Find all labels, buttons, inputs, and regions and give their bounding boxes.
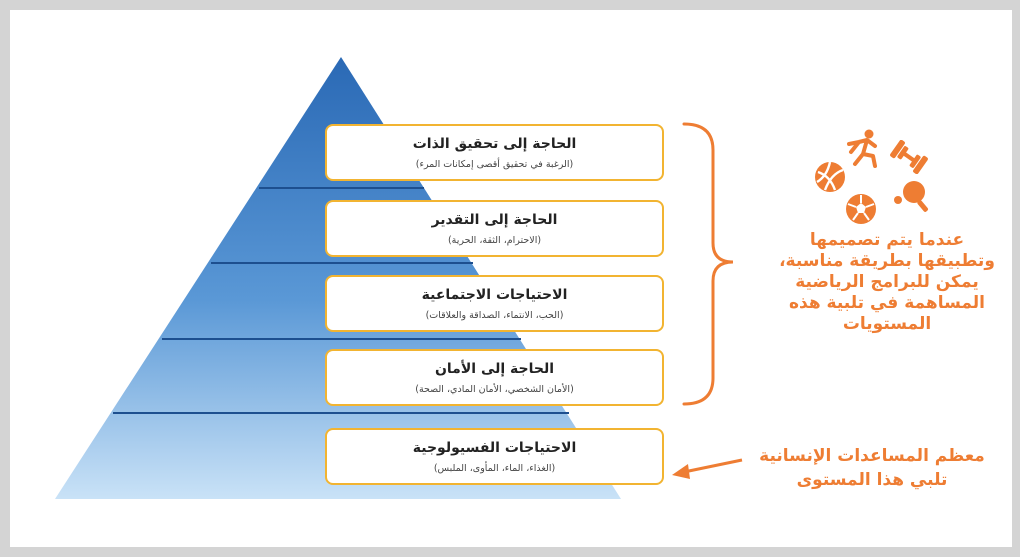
note-line: المستويات xyxy=(842,314,932,334)
arrow-line xyxy=(683,458,743,474)
lower-note: معظم المساعدات الإنسانية تلبي هذا المستو… xyxy=(756,444,988,492)
level-social: الاحتياجات الاجتماعية (الحب، الانتماء، ا… xyxy=(325,275,664,332)
arrow-head xyxy=(672,464,690,479)
soccer-ball-icon xyxy=(846,194,876,224)
level-title: الاحتياجات الفسيولوجية xyxy=(412,439,577,456)
level-esteem: الحاجة إلى التقدير (الاحترام، الثقة، الح… xyxy=(325,200,664,257)
bracket xyxy=(682,122,734,406)
table-tennis-icon xyxy=(894,181,928,212)
level-title: الحاجة إلى التقدير xyxy=(431,211,558,228)
level-title: الحاجة إلى الأمان xyxy=(434,360,555,377)
note-line: تلبي هذا المستوى xyxy=(796,470,948,490)
note-line: المساهمة في تلبية هذه xyxy=(788,293,986,313)
level-subtitle: (الاحترام، الثقة، الحرية) xyxy=(447,234,542,246)
volleyball-icon xyxy=(815,161,845,192)
level-subtitle: (الأمان الشخصي، الأمان المادي، الصحة) xyxy=(415,383,574,395)
note-line: وتطبيقها بطريقة مناسبة، xyxy=(779,251,995,271)
level-subtitle: (الغذاء، الماء، المأوى، الملبس) xyxy=(433,462,556,474)
note-line: معظم المساعدات الإنسانية xyxy=(759,446,985,466)
level-self-actualization: الحاجة إلى تحقيق الذات (الرغبة في تحقيق … xyxy=(325,124,664,181)
note-line: عندما يتم تصميمها xyxy=(809,230,965,250)
note-line: يمكن للبرامج الرياضية xyxy=(795,272,979,292)
dumbbell-icon xyxy=(890,140,928,174)
level-title: الاحتياجات الاجتماعية xyxy=(421,286,568,303)
level-subtitle: (الرغبة في تحقيق أقصى إمكانات المرء) xyxy=(415,158,574,170)
level-title: الحاجة إلى تحقيق الذات xyxy=(412,135,577,152)
level-physiological: الاحتياجات الفسيولوجية (الغذاء، الماء، ا… xyxy=(325,428,664,485)
level-safety: الحاجة إلى الأمان (الأمان الشخصي، الأمان… xyxy=(325,349,664,406)
runner-icon xyxy=(847,129,877,168)
upper-note: عندما يتم تصميمها وتطبيقها بطريقة مناسبة… xyxy=(768,230,1006,335)
level-subtitle: (الحب، الانتماء، الصداقة والعلاقات) xyxy=(425,309,564,321)
